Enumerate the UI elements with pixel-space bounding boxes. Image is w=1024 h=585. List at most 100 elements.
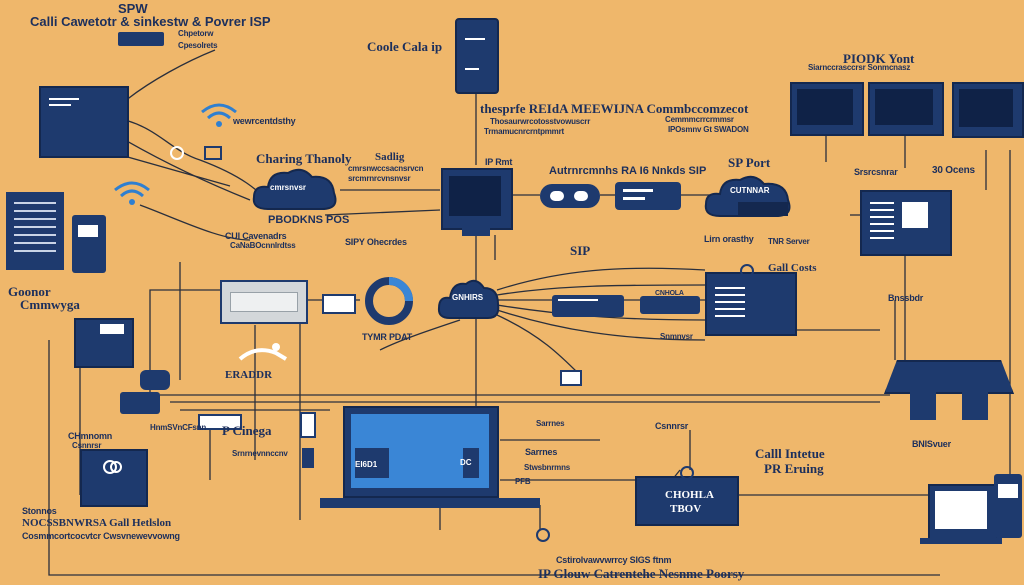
label-sarrnes: Sarrnes: [525, 447, 558, 457]
monitor-icon-center: [441, 168, 513, 230]
monitor-icon-right-2: [868, 82, 944, 136]
plug-icon-6: [740, 264, 754, 278]
chohla-box: [635, 476, 739, 526]
plug-icon-4: [680, 466, 694, 480]
cloud-left-small: cmrsnwccsacnsrvcn: [348, 164, 424, 173]
label-cntr-small: Stwsbnrmns: [524, 463, 571, 472]
label-coole-cala-ip: Coole Cala ip: [367, 39, 443, 54]
router-icon-3: [738, 202, 788, 216]
center-header-sub: Thosaurwrcotosstvowuscrr: [490, 117, 591, 126]
label-ip-chiesa: P Cinega: [222, 423, 272, 438]
monitor-base: [320, 498, 540, 508]
small-box-icon: [322, 294, 356, 314]
cloud-right-inner: CUTNNAR: [730, 186, 770, 195]
label-chohla: CHOHLA: [665, 489, 714, 501]
label-tymr-pdat: TYMR PDAT: [362, 332, 413, 342]
label-call-intake: Calll Intetue: [755, 446, 825, 461]
label-piodk-yont: PIODK Yont: [843, 51, 915, 66]
monitor-center-label-b: DC: [460, 458, 472, 467]
label-ncs-sub: Cosmmcortcocvtcr Cwsvnewevvowng: [22, 531, 180, 541]
router-icon-mid: [552, 295, 624, 317]
label-bnis: BNISvuer: [912, 439, 951, 449]
plug-icon-2: [204, 146, 222, 160]
label-ip-chiesa-sub: HnmSVnCFsnn: [150, 423, 207, 432]
router-icon-large-legs: [910, 390, 990, 420]
label-eris-sub: Srnrnevnnccnv: [232, 449, 288, 458]
monitor-icon-main: [343, 406, 499, 498]
label-sip: SIP: [570, 243, 591, 258]
label-lirn: Lirn orasthy: [704, 234, 754, 244]
port-strip-icon: [118, 32, 164, 46]
switch-icon-1: [198, 414, 242, 430]
label-bnssbdr: TNR Server: [768, 237, 810, 246]
laptop-base-right: [920, 538, 1002, 544]
phone-icon-left: [140, 370, 170, 390]
plug-icon-1: [170, 146, 184, 160]
server-tower-icon-2: [72, 215, 106, 273]
label-tnr-server: Bnssbdr: [888, 293, 924, 303]
label-caller-rnn: Csnnrsr: [72, 441, 102, 450]
label-pr-eruing: PR Eruing: [764, 461, 824, 476]
right-cluster-sub: IPOsmnv Gt SWADON: [668, 125, 749, 134]
title-subtitle-3: Cpesolrets: [178, 41, 218, 50]
server-rack-icon: [860, 190, 952, 256]
label-ncs-cal: NOCSSBNWRSA Gall Hetlslon: [22, 517, 172, 529]
phone-icon-right: [994, 474, 1022, 538]
monitor-icon-right-3: [952, 82, 1024, 138]
wifi-caption: wewrcentdsthy: [233, 116, 296, 126]
cloud-icon-left: [252, 168, 337, 210]
server-rack-icon-2: [705, 272, 797, 336]
label-pbodkns-pos: PBODKNS POS: [268, 214, 350, 226]
label-sip-codes: Autrnrcmnhs RA I6 Nnkds SIP: [549, 165, 707, 177]
ring-chart-icon: [365, 277, 413, 325]
title-spw: SPW: [118, 1, 148, 16]
person-icon: [238, 343, 288, 361]
label-piodk-sub: Siarnccrasccrsr Sonmcnasz: [808, 63, 911, 72]
title-subtitle-2: Chpetorw: [178, 29, 214, 38]
monitor-icon: [39, 86, 129, 158]
building-icon: [6, 192, 64, 270]
cloud-left-small-2: srcmrnrcvnsnvsr: [348, 174, 411, 183]
title-subtitle: Calli Cawetotr & sinkestw & Povrer ISP: [30, 14, 271, 29]
monitor-icon-right-1: [790, 82, 864, 136]
wifi-icon: [201, 103, 237, 127]
onscreen-device-1: [355, 448, 389, 478]
label-caller-rnn-right: Csnnrsr: [655, 421, 689, 431]
router-icon-left: [120, 392, 160, 414]
cloud-mid-inner: GNHIRS: [452, 293, 484, 302]
phone-icon-small-2: [302, 448, 314, 468]
label-tbov: TBOV: [670, 503, 702, 515]
center-header: thesprfe REIdA MEEWIJNA Commbccomzecot: [480, 101, 749, 116]
server-tower-icon: [455, 18, 499, 94]
label-eradr: ERADDR: [225, 369, 273, 381]
router-icon-grey: [220, 280, 308, 324]
router-icon-large: [884, 360, 1014, 394]
label-cll-sub: CaNaBOcnnlrdtss: [230, 241, 296, 250]
router-icon-1: [540, 184, 600, 208]
label-cloud-mid-small: Snmnvsr: [660, 332, 693, 341]
plug-icon-3: [560, 370, 582, 386]
label-sipy: SIPY Ohecrdes: [345, 237, 407, 247]
label-cmmtyga: Cmmwyga: [20, 297, 80, 312]
onscreen-device-2: [463, 448, 479, 478]
monitor-stand: [462, 228, 490, 236]
laptop-icon-right: [928, 484, 998, 542]
label-cnhola: CNHOLA: [655, 290, 684, 297]
bottom-center-title: IP Glouw Catrentehe Nesnme Poorsy: [538, 566, 745, 581]
label-pfb: PFB: [515, 477, 531, 486]
cloud-icon-mid: [437, 279, 500, 319]
monitor-icon-bottom-left: [80, 449, 148, 507]
label-gall-costs: Gall Costs: [768, 262, 817, 274]
center-header-sub-2: Trmamucnrcrntpmmrt: [484, 127, 564, 136]
cloud-right-small-2: 30 Ocens: [932, 165, 975, 176]
plug-icon-5: [536, 528, 550, 542]
label-ip-rmt: IP Rmt: [485, 157, 513, 167]
label-server-right: Sarrnes: [536, 419, 565, 428]
bottom-center-small: Cstirolvawvwrrcy SIGS ftnm: [556, 555, 672, 565]
cloud-left-title: Charing Thanoly: [256, 151, 352, 166]
label-chmomn: CHmnomn: [68, 431, 113, 441]
label-cll-cavenadrs: CUl Cavenadrs: [225, 231, 287, 241]
wifi-icon-left: [114, 181, 150, 205]
cloud-left-side-label: Sadlig: [375, 151, 405, 163]
